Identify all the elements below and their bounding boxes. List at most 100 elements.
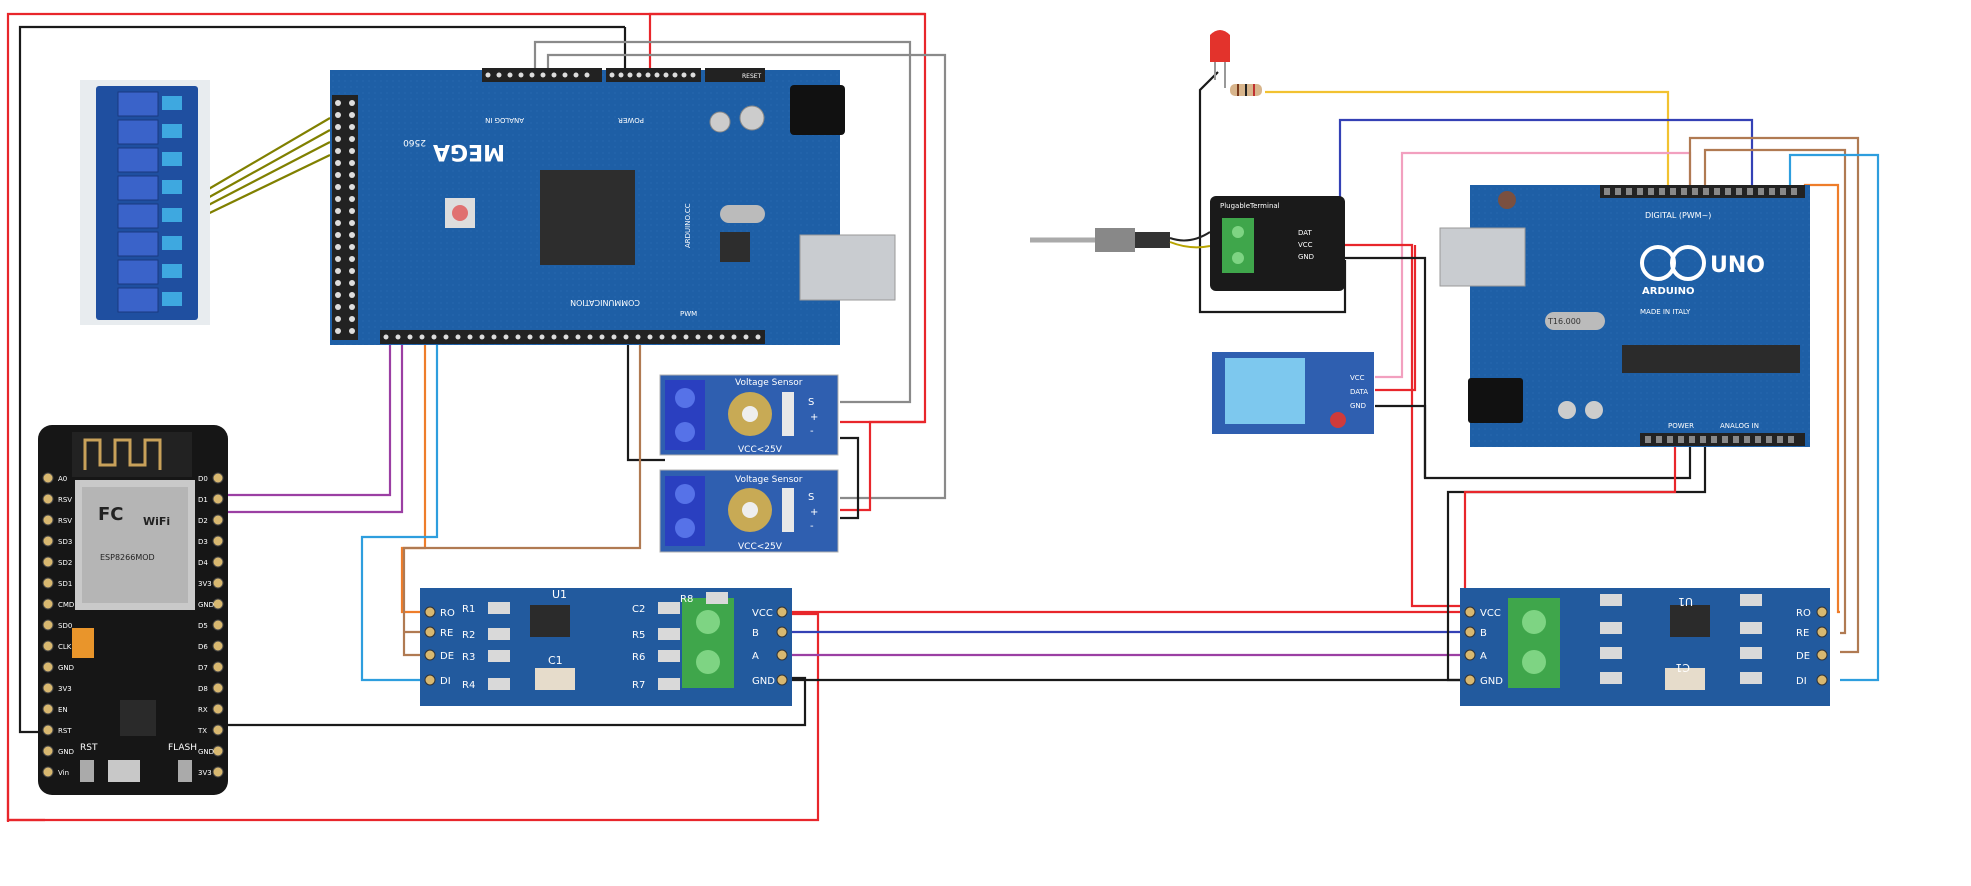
nodemcu-right-pin-label: D2: [198, 517, 208, 525]
wires: [6, 12, 1880, 822]
rs485-left-pin: [776, 674, 788, 686]
mega-pin: [349, 208, 355, 214]
nodemcu-right-pin-label: 3V3: [198, 769, 212, 777]
voltage-sensor-1-pin-s: S: [808, 397, 814, 408]
uno-pin: [1744, 436, 1750, 443]
uno-pin: [1656, 436, 1662, 443]
mega-site-label: ARDUINO.CC: [684, 203, 692, 248]
rs485-left-pin: [776, 626, 788, 638]
relay-terminal: [162, 292, 182, 306]
uno-pin: [1791, 188, 1797, 195]
uno-pin: [1670, 188, 1676, 195]
rs485-right-pin-label: GND: [1480, 676, 1503, 687]
rs485-right-smd-part: [1740, 594, 1762, 606]
rs485-left-part-label: R7: [632, 680, 645, 691]
rs485-left-pin-label: DE: [440, 651, 454, 662]
wire-purple-1: [225, 340, 392, 497]
nodemcu-right-pin-label: D1: [198, 496, 208, 504]
wire-red-vs2: [840, 420, 925, 512]
nodemcu-left-pin-label: CLK: [58, 643, 72, 651]
voltage-sensor-1-pin-minus: -: [810, 426, 814, 437]
mega-pin: [349, 316, 355, 322]
wire-olive-3: [194, 141, 331, 213]
nodemcu-pin: [212, 493, 224, 505]
wire-red-dht: [1375, 245, 1417, 392]
mega-pin: [349, 268, 355, 274]
rs485-right-pin: [1464, 606, 1476, 618]
wire-yellow-led: [1265, 90, 1670, 192]
mega-pin: [335, 244, 341, 250]
rs485-right-pin: [1816, 606, 1828, 618]
rs485-right-pin-label: B: [1480, 628, 1487, 639]
nodemcu-pin: [212, 640, 224, 652]
nodemcu-left-pin-label: EN: [58, 706, 68, 714]
mega-pin: [672, 72, 678, 78]
nodemcu-right-pin-label: D5: [198, 622, 208, 630]
uno-power-label: POWER: [1668, 422, 1694, 430]
mega-pin: [695, 334, 701, 340]
nodemcu-right-pin-label: D6: [198, 643, 208, 651]
rs485-left-cap-label: C1: [548, 654, 563, 667]
mega-pin: [349, 280, 355, 286]
nodemcu-pin: [42, 514, 54, 526]
uno-pin: [1615, 188, 1621, 195]
nodemcu-pin: [212, 598, 224, 610]
mega-pin: [431, 334, 437, 340]
nodemcu-pin: [212, 514, 224, 526]
wire-black-dht-gnd: [1375, 404, 1427, 478]
mega-pin: [479, 334, 485, 340]
wire-black-gnd: [18, 25, 625, 734]
nodemcu-pin: [42, 598, 54, 610]
mega-pin: [335, 304, 341, 310]
rs485-right-pin: [1464, 626, 1476, 638]
mega-pin: [335, 100, 341, 106]
relay-terminal: [162, 180, 182, 194]
rs485-left-smd-part: [658, 602, 680, 614]
uno-pin: [1648, 188, 1654, 195]
rs485-left-pin-label: DI: [440, 676, 451, 687]
mega-pin: [349, 112, 355, 118]
mega-pin: [623, 334, 629, 340]
relay-block-group: [117, 91, 182, 313]
nodemcu-left-pin-label: Vin: [58, 769, 69, 777]
mega-power-label: POWER: [618, 116, 644, 124]
rs485-left-pin: [776, 606, 788, 618]
mega-pin: [335, 160, 341, 166]
mega-pin: [335, 148, 341, 154]
mega-pin: [618, 72, 624, 78]
mega-pin: [635, 334, 641, 340]
mega-pin: [518, 72, 524, 78]
relay-channel: [117, 91, 159, 117]
nodemcu-left-pin-label: SD3: [58, 538, 72, 546]
mega-pin: [349, 256, 355, 262]
nodemcu-right-pin-label: TX: [197, 727, 207, 735]
dht-pin-vcc: VCC: [1350, 374, 1365, 382]
uno-pin: [1777, 436, 1783, 443]
nodemcu-pin: [42, 493, 54, 505]
rs485-right-smd-part: [1600, 672, 1622, 684]
nodemcu-pin: [42, 535, 54, 547]
mega-pin: [335, 220, 341, 226]
nodemcu-pin: [42, 661, 54, 673]
red-led: [1210, 30, 1230, 62]
mega-pin: [562, 72, 568, 78]
uno-pin: [1637, 188, 1643, 195]
uno-pin: [1722, 436, 1728, 443]
nodemcu-board: FC WiFi ESP8266MOD RST FLASH A0RSVRSVSD3…: [38, 425, 228, 795]
nodemcu-right-pin-label: D0: [198, 475, 208, 483]
nodemcu-flash-label: FLASH: [168, 743, 197, 753]
nodemcu-pin: [42, 766, 54, 778]
nodemcu-pin: [42, 619, 54, 631]
rs485-right-pin: [1464, 674, 1476, 686]
nodemcu-pin: [212, 472, 224, 484]
voltage-sensor-2-title: Voltage Sensor: [735, 475, 803, 485]
rs485-left-smd-part: [488, 628, 510, 640]
mega-pin: [349, 232, 355, 238]
uno-pin: [1714, 188, 1720, 195]
rs485-left-chip-label: U1: [552, 588, 567, 601]
rs485-left-pin-label: B: [752, 628, 759, 639]
uno-pin: [1700, 436, 1706, 443]
uno-pin: [1667, 436, 1673, 443]
mega-pin: [335, 112, 341, 118]
